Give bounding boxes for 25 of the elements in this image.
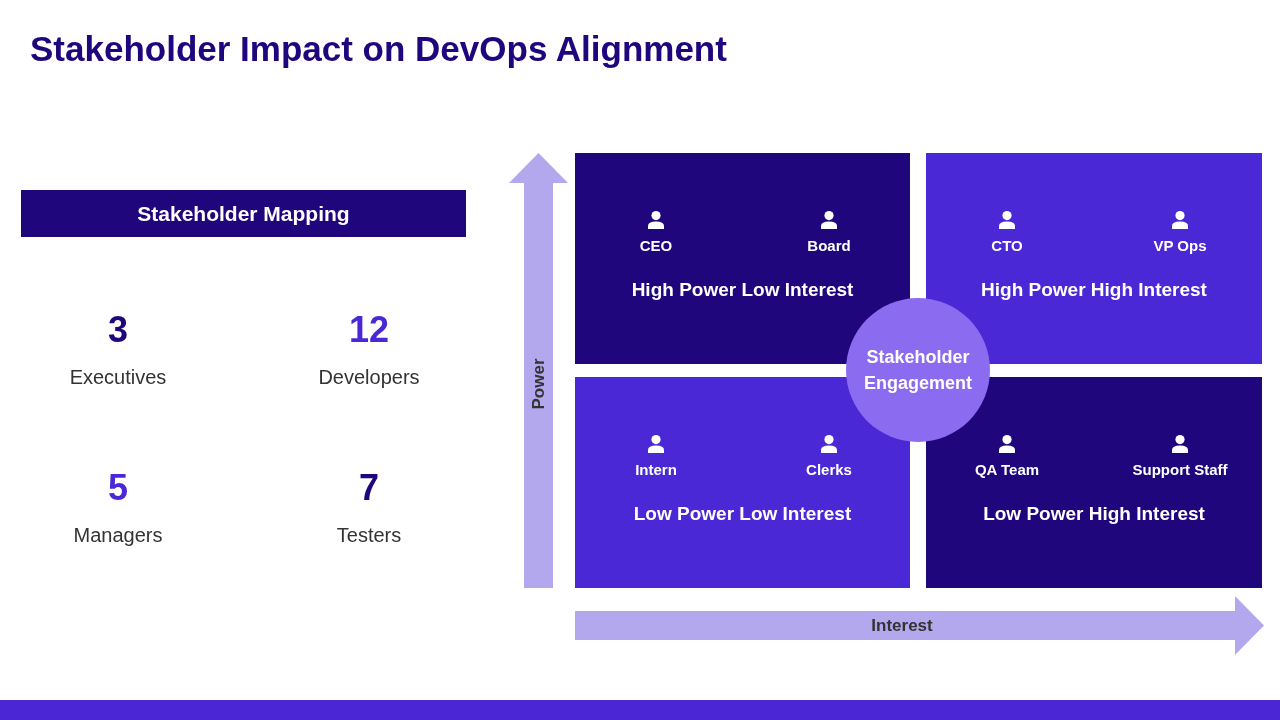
stat-number: 3 — [108, 310, 128, 350]
stat-number: 12 — [349, 310, 389, 350]
stat-label: Executives — [69, 365, 167, 389]
quadrant-title: Low Power High Interest — [983, 503, 1205, 525]
stat-label: Developers — [318, 365, 420, 389]
stat-number: 7 — [359, 468, 379, 508]
person-name: QA Team — [974, 461, 1040, 479]
person-name: CTO — [991, 237, 1023, 255]
axis-label: Power — [528, 358, 549, 410]
person-name: Support Staff — [1132, 461, 1228, 479]
person-name: CEO — [639, 237, 673, 255]
person-name: Intern — [635, 461, 677, 479]
section-header: Stakeholder Mapping — [21, 190, 466, 237]
person-name: VP Ops — [1153, 237, 1207, 255]
quadrant-title: High Power High Interest — [981, 279, 1207, 301]
quadrant-title: High Power Low Interest — [631, 279, 854, 301]
stat-label: Testers — [336, 523, 402, 547]
stat-label: Managers — [73, 523, 163, 547]
person-name: Clerks — [806, 461, 852, 479]
stat-number: 5 — [108, 468, 128, 508]
person-name: Board — [807, 237, 851, 255]
axis-label: Interest — [871, 616, 933, 636]
slide-title: Stakeholder Impact on DevOps Alignment — [30, 29, 727, 69]
quadrant-title: Low Power Low Interest — [633, 503, 852, 525]
circle-label: Stakeholder Engagement — [863, 346, 973, 395]
